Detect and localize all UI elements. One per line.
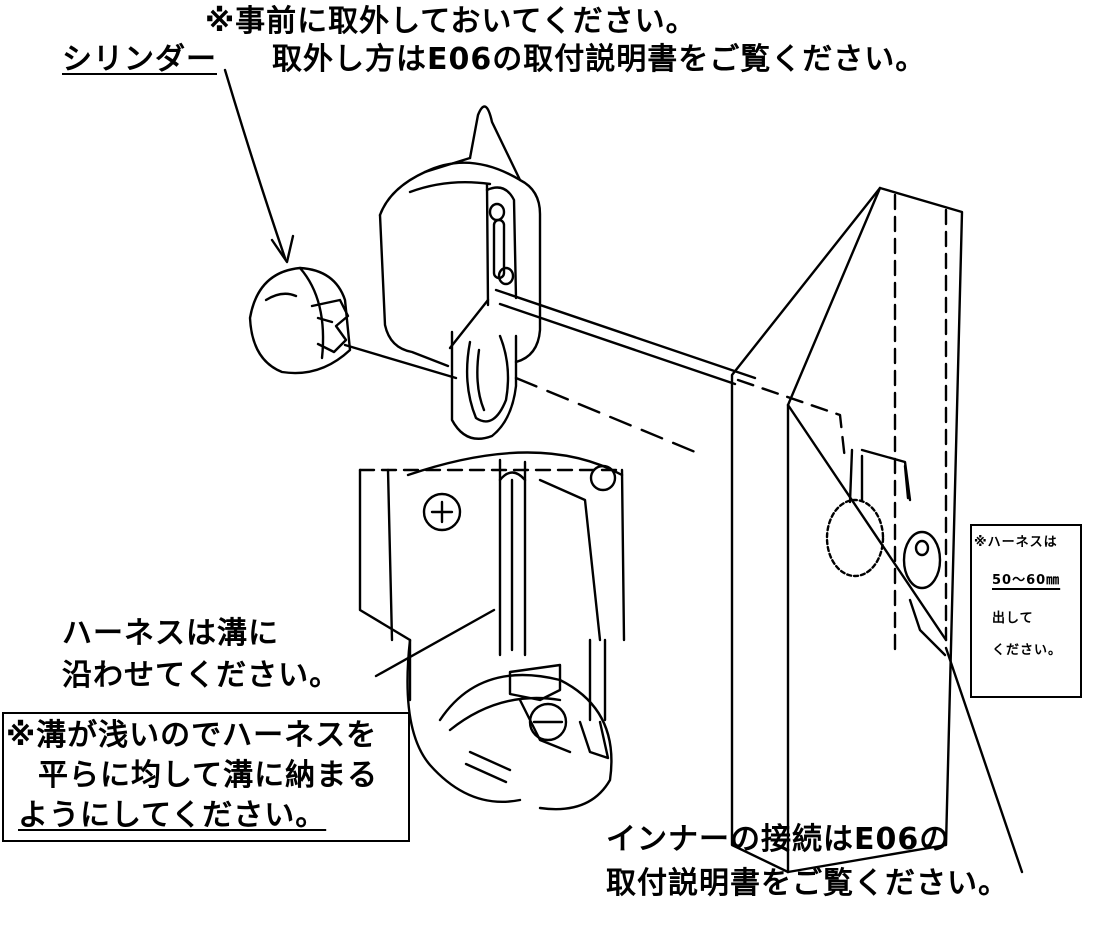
pre-removal-note: ※事前に取外しておいてください。 — [205, 4, 697, 39]
inner-connection-note-line2: 取付説明書をご覧ください。 — [606, 866, 1009, 901]
shallow-groove-warning-line3: ようにしてください。 — [18, 798, 327, 833]
harness-groove-note-line1: ハーネスは溝に — [62, 616, 279, 651]
harness-length-note-box: ※ハーネスは 50～60㎜ 出して ください。 — [970, 524, 1082, 698]
detail-view — [358, 451, 626, 811]
cylinder-label: シリンダー — [62, 42, 217, 77]
harness-length-note-line1: ※ハーネスは — [974, 535, 1058, 550]
cylinder-leader-arrow — [223, 68, 295, 264]
harness-length-note-line3: 出して — [992, 611, 1034, 626]
shallow-groove-warning-line1: ※溝が浅いのでハーネスを — [6, 718, 378, 753]
removal-reference-note: 取外し方はE06の取付説明書をご覧ください。 — [272, 42, 927, 77]
spindle-shaft — [343, 288, 757, 456]
shallow-groove-warning-line2: 平らに均して溝に納まる — [38, 758, 379, 793]
note-leader-lines — [374, 608, 1024, 874]
door-panel — [730, 186, 964, 874]
harness-length-note-line4: ください。 — [992, 643, 1063, 658]
shallow-groove-warning-box: ※溝が浅いのでハーネスを 平らに均して溝に納まる ようにしてください。 — [2, 712, 410, 842]
cylinder-part — [248, 266, 352, 375]
harness-length-value: 50～60㎜ — [992, 573, 1061, 588]
inner-connection-note-line1: インナーの接続はE06の — [606, 822, 951, 857]
harness-groove-note-line2: 沿わせてください。 — [62, 658, 341, 693]
latch-base-part — [378, 105, 542, 440]
